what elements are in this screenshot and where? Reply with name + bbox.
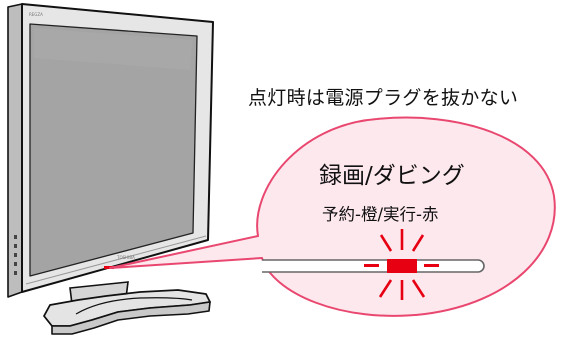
callout-bubble (109, 116, 556, 317)
tv-indicator (104, 266, 114, 269)
caption: 点灯時は電源プラグを抜かない (248, 87, 519, 109)
flash-rays (378, 229, 426, 300)
tv-body (7, 3, 214, 298)
recording-indicator (387, 259, 417, 273)
bubble-title: 録画/ダビング (319, 163, 465, 189)
indicator-dash-right (424, 264, 439, 267)
tv-stand (43, 281, 211, 335)
tv-model-mark: REGZA (29, 12, 43, 17)
bubble-subtitle: 予約-橙/実行-赤 (322, 205, 439, 224)
side-buttons (14, 235, 17, 275)
tv-brand-mark: TOSHIBA (117, 255, 135, 260)
indicator-dash-left (364, 264, 379, 267)
